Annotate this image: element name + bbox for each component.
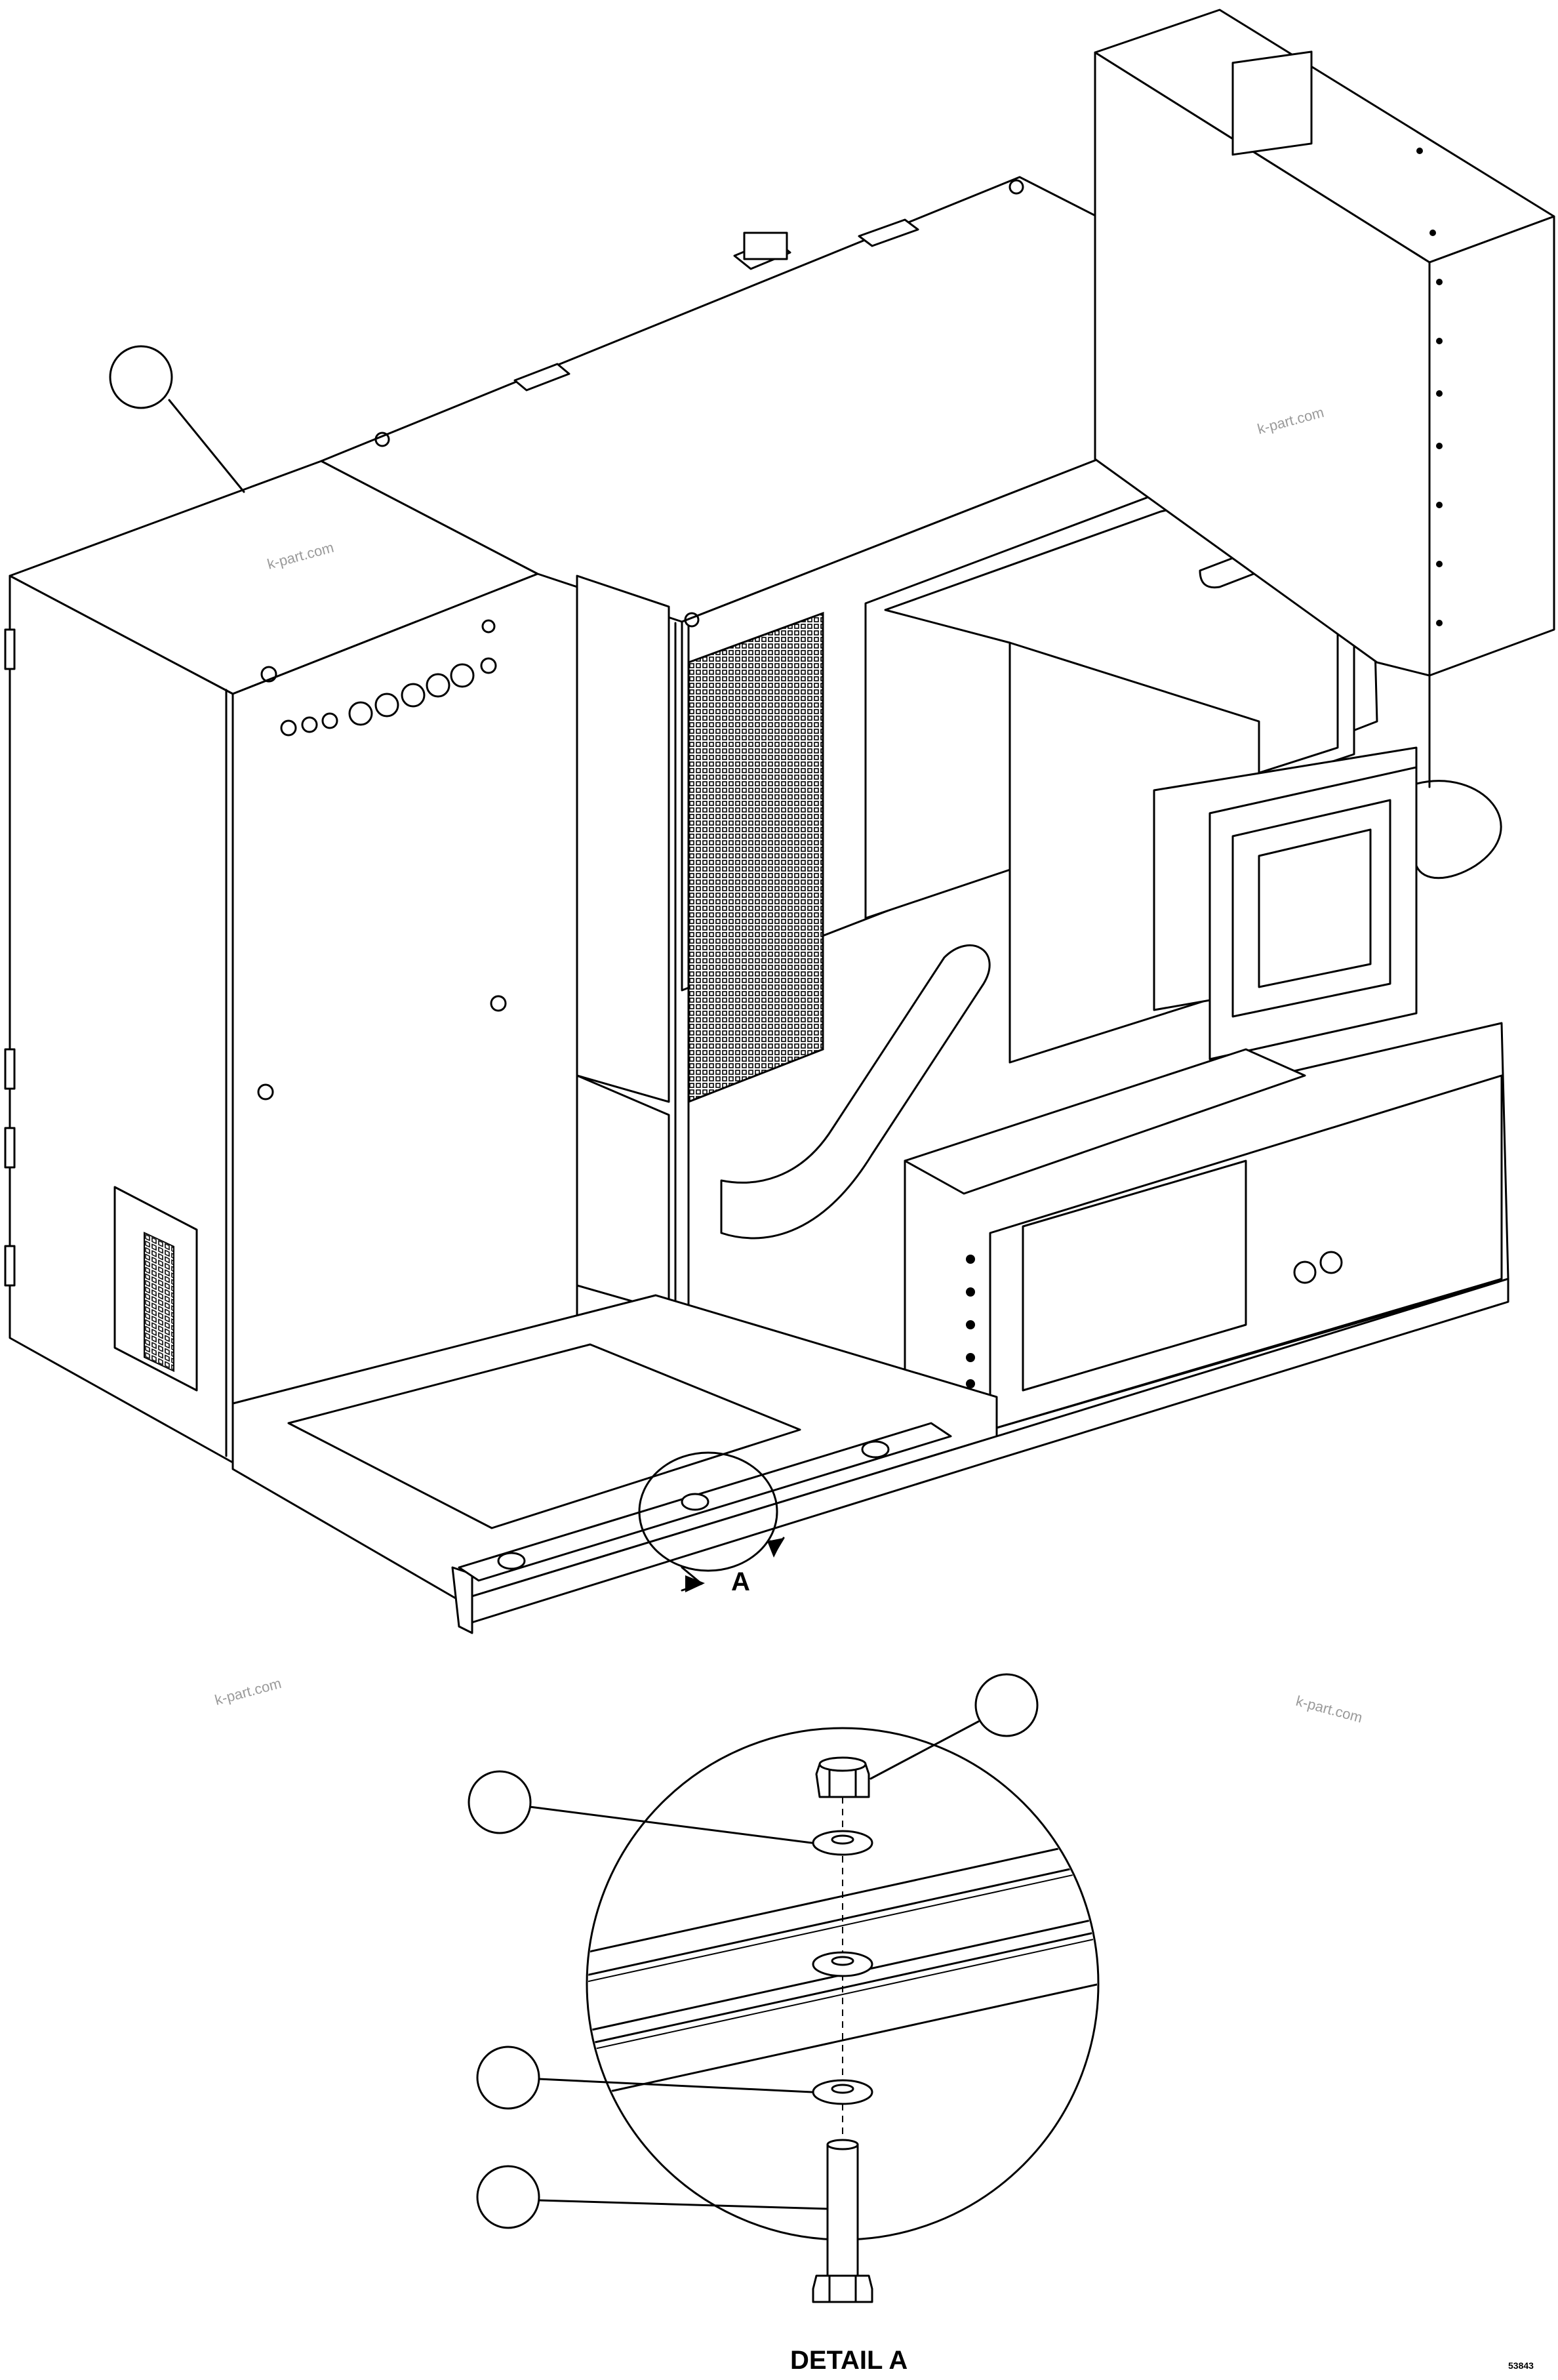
leader-bolt (538, 2199, 829, 2210)
rear-electrical-box (1094, 9, 1555, 788)
mounting-nuts (497, 1440, 890, 1570)
drawing-number: 53843 (1508, 2360, 1534, 2371)
leader-main-unit (168, 399, 245, 493)
access-cover (1022, 1160, 1247, 1392)
leader-nut (869, 1720, 980, 1780)
tray-top (904, 1048, 1306, 1195)
leader-lower-washer (538, 2078, 813, 2093)
detail-a: DETAIL A 53843 (468, 1673, 1534, 2375)
mid-washer (812, 1951, 873, 1977)
left-cabinet (4, 460, 578, 1464)
duct-flange (1153, 746, 1418, 1060)
hex-bolt (812, 2139, 873, 2303)
watermark-3: k-part.com (213, 1675, 283, 1708)
terminal-block (1231, 50, 1313, 156)
top-brackets (374, 179, 1355, 628)
watermark-4: k-part.com (1294, 1693, 1365, 1726)
view-label-a: A (731, 1567, 750, 1596)
upper-washer (812, 1830, 873, 1856)
inner-side-panel (576, 575, 670, 1103)
side-hinges (4, 628, 16, 1287)
knockout-holes (257, 619, 507, 1100)
lower-washer (812, 2079, 873, 2105)
callout-lower-washer (476, 2046, 540, 2110)
flex-duct-right (1415, 780, 1502, 879)
curved-pipe (720, 944, 991, 1240)
detail-title: DETAIL A (790, 2346, 908, 2375)
side-vent-grille (113, 1186, 198, 1392)
callout-main-unit (109, 345, 173, 409)
mesh-panel (687, 611, 824, 1104)
hex-nut (815, 1756, 870, 1798)
callout-nut (974, 1673, 1039, 1737)
callout-upper-washer (468, 1770, 532, 1834)
callout-bolt (476, 2165, 540, 2229)
main-assembly: A k-part.com k-part.com k-part.com k-par… (4, 9, 1555, 1726)
detail-a-circle (638, 1451, 778, 1572)
base-frame: A (231, 1278, 1509, 1634)
leader-upper-washer (529, 1805, 813, 1844)
right-base-module (904, 1022, 1509, 1431)
